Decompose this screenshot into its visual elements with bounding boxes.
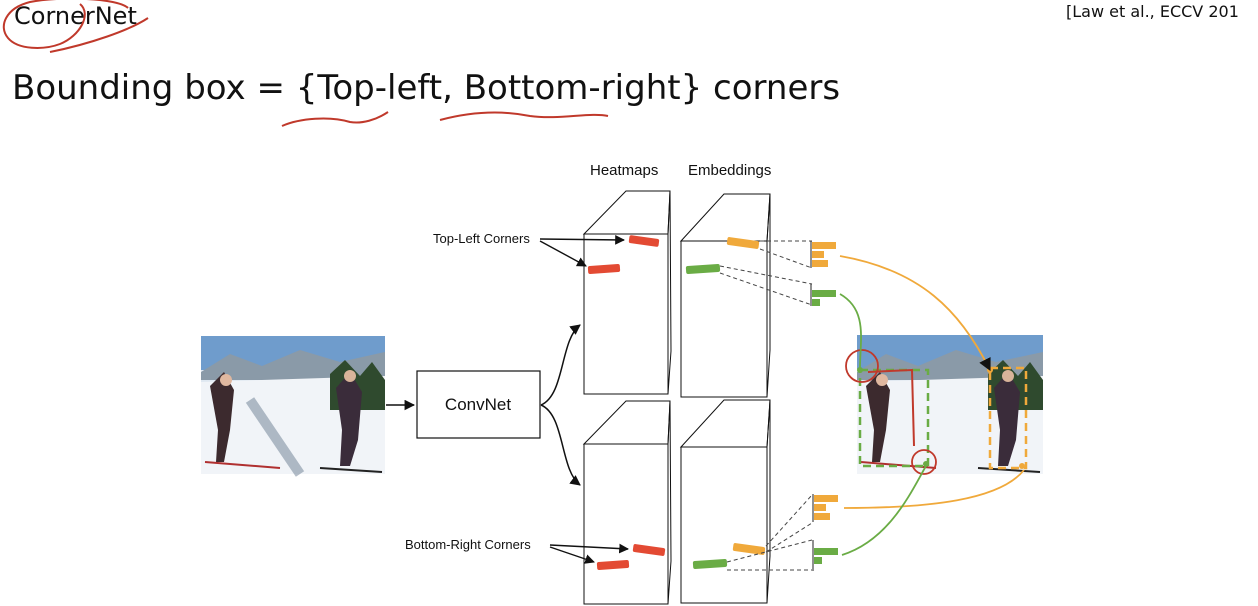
embedding-histogram-orange-top — [812, 242, 836, 267]
headline: Bounding box = {Top-left, Bottom-right} … — [12, 68, 841, 108]
embedding-marker-green-bottom — [692, 558, 728, 570]
dashed-projection-bottom — [726, 494, 813, 571]
bottom-right-corners-label: Bottom-Right Corners — [405, 537, 531, 552]
arrow-bottom-right-2 — [549, 546, 595, 564]
embedding-marker-orange-top — [726, 237, 760, 249]
heatmap-marker-tl-1 — [628, 235, 660, 247]
arrow-convnet-to-bottom — [540, 404, 581, 486]
output-photo — [857, 335, 1043, 474]
dashed-projection-top — [719, 240, 813, 306]
pen-circle-bottom-right — [911, 449, 937, 475]
pen-circle-top-left — [845, 349, 879, 383]
top-left-corners-label: Top-Left Corners — [433, 231, 530, 246]
input-photo — [201, 336, 385, 477]
heatmap-block-bottom — [582, 400, 672, 605]
embedding-histogram-orange-bottom — [814, 495, 838, 520]
heatmaps-label: Heatmaps — [590, 162, 658, 179]
embedding-block-top — [679, 193, 771, 398]
heatmap-marker-br-1 — [632, 544, 666, 556]
convnet-box — [416, 370, 541, 439]
arrow-convnet-to-top — [540, 324, 581, 406]
embeddings-label: Embeddings — [688, 162, 771, 179]
curve-orange-bottom — [843, 469, 1025, 509]
convnet-label: ConvNet — [445, 395, 511, 414]
heatmap-block-top — [582, 190, 672, 395]
embedding-marker-green-top — [685, 263, 721, 275]
embedding-block-bottom — [679, 399, 771, 604]
heatmap-marker-tl-2 — [587, 264, 621, 274]
curve-orange-top — [839, 255, 991, 372]
arrow-top-left-2 — [539, 240, 587, 267]
bbox-orange — [988, 366, 1028, 470]
arrow-bottom-right-1 — [549, 543, 629, 554]
embedding-marker-orange-bottom — [732, 543, 766, 555]
curve-green-top — [839, 293, 862, 369]
arrow-top-left-1 — [539, 234, 625, 245]
embedding-histogram-green-bottom — [814, 548, 838, 564]
embedding-histogram-green-top — [812, 290, 836, 306]
curve-green-bottom — [841, 465, 927, 556]
heatmap-marker-br-2 — [596, 560, 630, 570]
pen-bbox-stroke — [867, 368, 915, 447]
citation: [Law et al., ECCV 201 — [1066, 2, 1239, 21]
